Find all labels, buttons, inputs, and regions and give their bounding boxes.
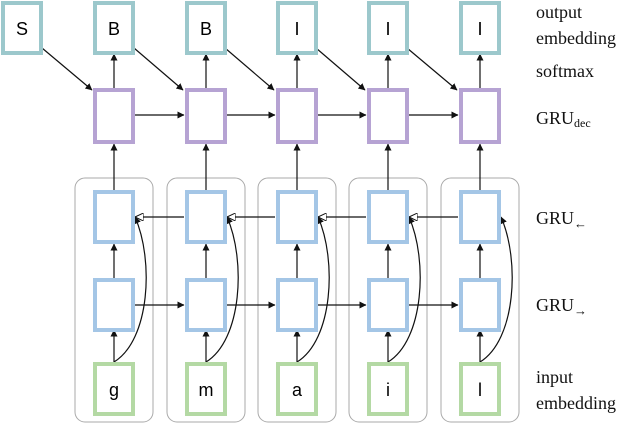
input-token: m (199, 380, 214, 400)
input-token: i (386, 380, 390, 400)
gru-dec-label: GRUdec (536, 108, 591, 130)
input-box (459, 362, 501, 416)
gru-forward-arrow: → (574, 303, 587, 318)
gru-forward-label: GRU→ (536, 295, 587, 318)
output-token: I (385, 19, 390, 39)
output-to-decoder-arrow (224, 47, 275, 91)
backward-gru-box (276, 190, 318, 244)
gru-backward-main: GRU (536, 208, 574, 228)
input-embedding-label-line1: input (536, 367, 573, 387)
output-box (276, 1, 318, 55)
decoder-box (367, 88, 409, 144)
input-box (276, 362, 318, 416)
gru-backward-arrow: ← (574, 216, 587, 231)
output-box (367, 1, 409, 55)
decoder-box (459, 88, 501, 144)
gru-backward-label: GRU← (536, 208, 587, 231)
decoder-box (185, 88, 227, 144)
backward-gru-box (185, 190, 227, 244)
input-token: l (478, 380, 482, 400)
output-to-decoder-arrow (315, 47, 366, 91)
output-embedding-label-line1: output (536, 2, 582, 22)
output-token: B (108, 19, 120, 39)
softmax-label: softmax (536, 61, 594, 81)
input-token: g (109, 380, 119, 400)
decoder-box (93, 88, 135, 144)
input-to-backward-curve (479, 216, 513, 363)
input-box (367, 362, 409, 416)
gru-forward-main: GRU (536, 295, 574, 315)
output-embedding-row: S B B I I I (1, 1, 501, 55)
input-to-backward-curve (387, 216, 421, 363)
output-box (93, 1, 135, 55)
forward-gru-box (459, 278, 501, 332)
output-box (185, 1, 227, 55)
decoder-gru-row (93, 88, 501, 144)
input-embedding-label-line2: embedding (536, 393, 616, 413)
backward-gru-box (93, 190, 135, 244)
forward-gru-row (93, 278, 501, 332)
decoder-box (276, 88, 318, 144)
input-embedding-row: g m a i l (93, 362, 501, 416)
output-token: S (16, 19, 28, 39)
forward-gru-box (93, 278, 135, 332)
input-to-backward-curve (296, 216, 330, 363)
input-to-backward-curve (113, 216, 147, 363)
backward-gru-box (459, 190, 501, 244)
input-box (93, 362, 135, 416)
backward-gru-row (93, 190, 501, 244)
output-embedding-label-line2: embedding (536, 28, 616, 48)
forward-gru-box (185, 278, 227, 332)
output-box (459, 1, 501, 55)
output-box (1, 1, 43, 55)
output-token: I (477, 19, 482, 39)
gru-dec-sub: dec (574, 116, 591, 130)
connections (41, 47, 513, 363)
forward-gru-box (276, 278, 318, 332)
input-box (185, 362, 227, 416)
output-token: B (200, 19, 212, 39)
output-to-decoder-arrow (133, 47, 184, 91)
row-labels: output embedding softmax GRUdec GRU← GRU… (536, 2, 616, 413)
output-to-decoder-arrow (41, 47, 93, 91)
output-to-decoder-arrow (406, 47, 458, 91)
forward-gru-box (367, 278, 409, 332)
output-token: I (294, 19, 299, 39)
gru-dec-main: GRU (536, 108, 574, 128)
backward-gru-box (367, 190, 409, 244)
input-to-backward-curve (205, 216, 239, 363)
input-token: a (292, 380, 303, 400)
